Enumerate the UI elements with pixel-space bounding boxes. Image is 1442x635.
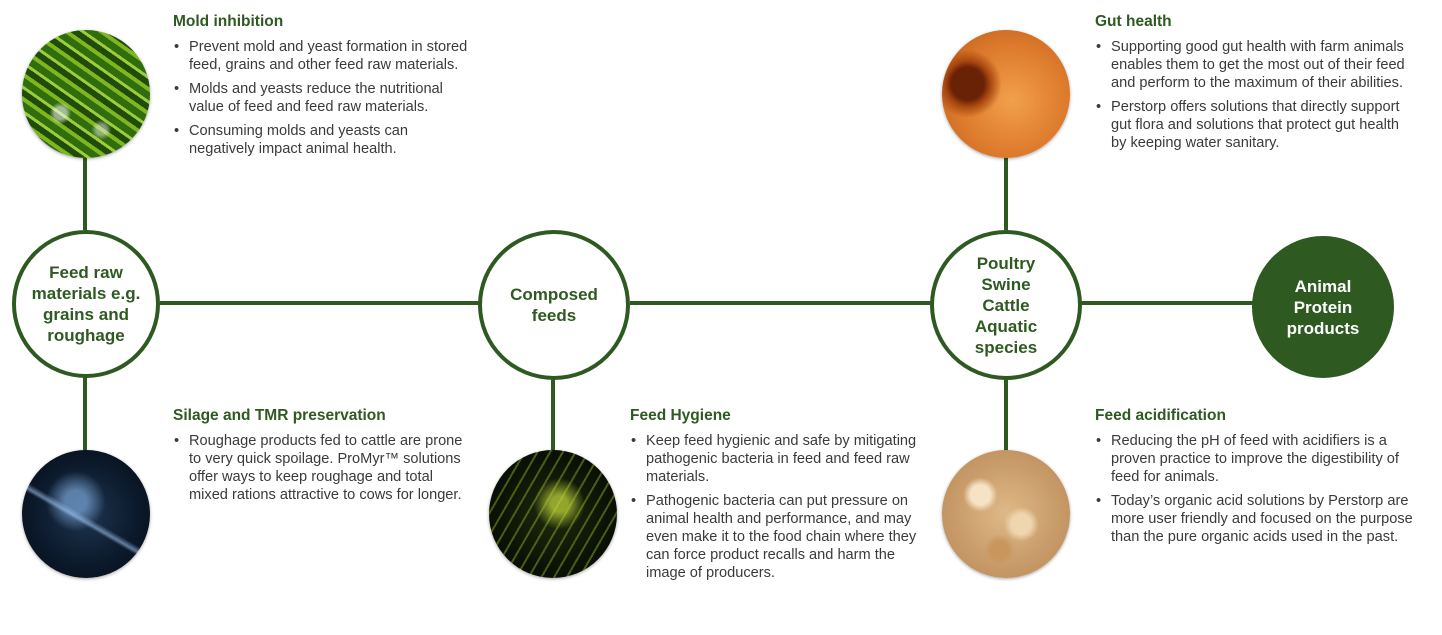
silage-title: Silage and TMR preservation	[173, 406, 463, 426]
list-item: Supporting good gut health with farm ani…	[1095, 38, 1405, 92]
feed-acidification-title: Feed acidification	[1095, 406, 1415, 426]
list-item: Reducing the pH of feed with acidifiers …	[1095, 432, 1415, 486]
mold-inhibition-title: Mold inhibition	[173, 12, 473, 32]
list-item: Keep feed hygienic and safe by mitigatin…	[630, 432, 920, 486]
feed-hygiene-block: Feed Hygiene Keep feed hygienic and safe…	[630, 406, 920, 588]
silage-block: Silage and TMR preservation Roughage pro…	[173, 406, 463, 510]
list-item: Roughage products fed to cattle are pron…	[173, 432, 463, 504]
gut-health-list: Supporting good gut health with farm ani…	[1095, 38, 1405, 152]
list-item: Today’s organic acid solutions by Persto…	[1095, 492, 1415, 546]
gut-health-title: Gut health	[1095, 12, 1405, 32]
node-composed-feeds: Composed feeds	[478, 230, 630, 380]
connector-composed-to-species	[630, 301, 933, 305]
connector-raw-to-silage	[83, 376, 87, 456]
gut-photo	[942, 30, 1070, 158]
list-item: Perstorp offers solutions that directly …	[1095, 98, 1405, 152]
list-item: Consuming molds and yeasts can negativel…	[173, 122, 473, 158]
feed-acidification-block: Feed acidification Reducing the pH of fe…	[1095, 406, 1415, 552]
connector-species-to-acid	[1004, 376, 1008, 454]
node-feed-raw-materials: Feed raw materials e.g. grains and rough…	[12, 230, 160, 378]
connector-species-to-protein	[1080, 301, 1255, 305]
silage-photo	[22, 450, 150, 578]
feed-acidification-list: Reducing the pH of feed with acidifiers …	[1095, 432, 1415, 546]
node-animal-species: Poultry Swine Cattle Aquatic species	[930, 230, 1082, 380]
gut-health-block: Gut health Supporting good gut health wi…	[1095, 12, 1405, 158]
mold-photo	[22, 30, 150, 158]
connector-composed-to-hygiene	[551, 376, 555, 454]
connector-gut-to-species	[1004, 150, 1008, 230]
list-item: Pathogenic bacteria can put pressure on …	[630, 492, 920, 582]
node-animal-protein-products: Animal Protein products	[1252, 236, 1394, 378]
list-item: Prevent mold and yeast formation in stor…	[173, 38, 473, 74]
feed-pellets-photo	[942, 450, 1070, 578]
feed-hygiene-list: Keep feed hygienic and safe by mitigatin…	[630, 432, 920, 582]
connector-mold-to-raw	[83, 158, 87, 230]
mold-inhibition-list: Prevent mold and yeast formation in stor…	[173, 38, 473, 158]
silage-list: Roughage products fed to cattle are pron…	[173, 432, 463, 504]
connector-raw-to-composed	[160, 301, 482, 305]
bacteria-photo	[489, 450, 617, 578]
mold-inhibition-block: Mold inhibition Prevent mold and yeast f…	[173, 12, 473, 164]
feed-hygiene-title: Feed Hygiene	[630, 406, 920, 426]
list-item: Molds and yeasts reduce the nutritional …	[173, 80, 473, 116]
